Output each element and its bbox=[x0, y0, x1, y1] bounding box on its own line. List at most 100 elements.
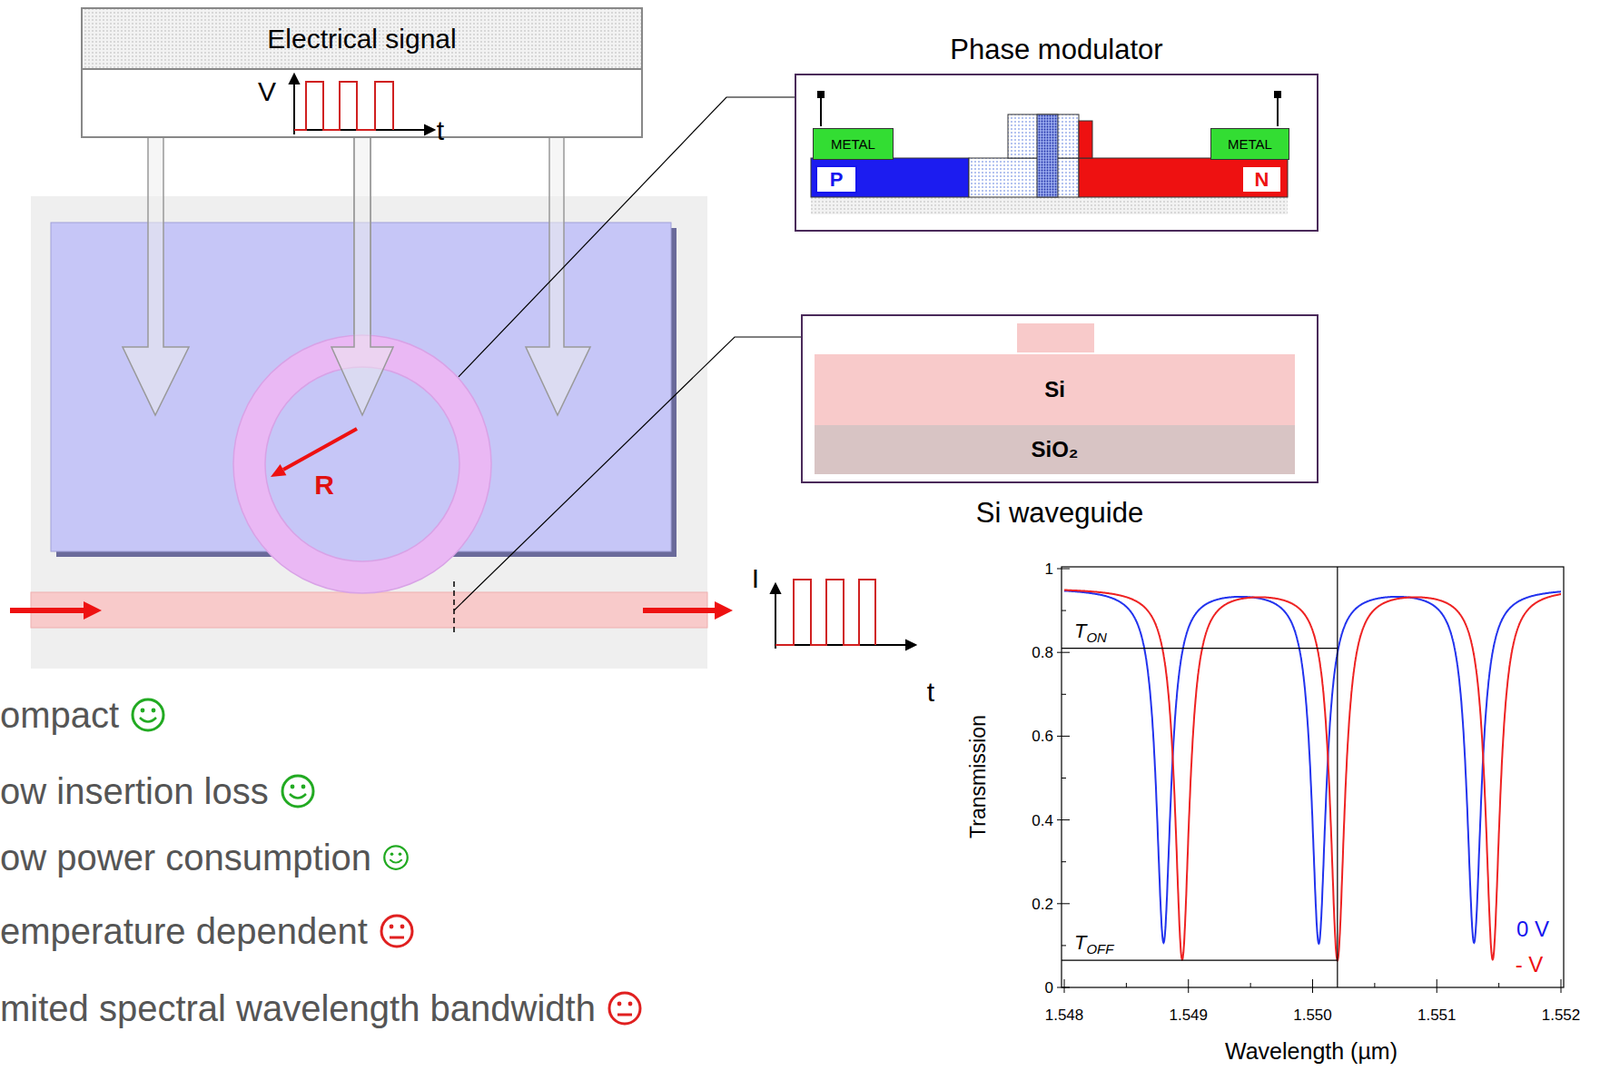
bullet-row: emperature dependent bbox=[0, 908, 415, 953]
light-arrows bbox=[9, 601, 733, 620]
bullet-row: ow power consumption bbox=[0, 835, 410, 880]
y-tick bbox=[1061, 860, 1067, 862]
leader-line bbox=[454, 336, 801, 611]
y-tick bbox=[1061, 568, 1070, 570]
face bbox=[132, 699, 164, 731]
x-tick bbox=[1187, 987, 1189, 993]
signal-band bbox=[80, 7, 643, 69]
bullet-text: mited spectral wavelength bandwidth bbox=[0, 987, 596, 1029]
tick-label: 0.6 bbox=[1031, 728, 1054, 744]
output-signal-plot bbox=[770, 579, 916, 650]
y-tick bbox=[1061, 610, 1067, 612]
mouth bbox=[139, 717, 157, 722]
doping-tag: N bbox=[1241, 165, 1283, 194]
bullet-row: ompact bbox=[0, 692, 167, 737]
tick-label: 1.552 bbox=[1541, 1007, 1581, 1023]
y-tick bbox=[1061, 819, 1070, 820]
x-tick bbox=[1436, 987, 1438, 993]
y-tick bbox=[1056, 651, 1062, 653]
curve-label: - V bbox=[1515, 953, 1544, 976]
eye bbox=[289, 784, 295, 790]
level-label: TON bbox=[1074, 621, 1107, 644]
eye bbox=[388, 924, 394, 929]
bullet-row: mited spectral wavelength bandwidth bbox=[0, 986, 643, 1030]
x-tick bbox=[1064, 987, 1066, 993]
happy-face-icon bbox=[279, 772, 317, 810]
section-mark bbox=[453, 581, 455, 633]
x-tick bbox=[1560, 987, 1562, 993]
layer-label: Si bbox=[1044, 376, 1066, 403]
y-tick bbox=[1061, 693, 1067, 695]
level-label: TOFF bbox=[1074, 932, 1114, 956]
neutral-face-icon bbox=[378, 912, 415, 949]
eye bbox=[151, 708, 157, 713]
y-tick bbox=[1061, 651, 1070, 653]
signal-box-ground bbox=[80, 7, 643, 139]
section-heading: Si waveguide bbox=[976, 496, 1144, 530]
bullet-row: ow insertion loss bbox=[0, 769, 317, 813]
ring-resonator: R bbox=[232, 334, 493, 594]
bus-waveguide bbox=[30, 592, 708, 628]
signal-box: Electrical signal bbox=[80, 7, 643, 139]
leader-line bbox=[458, 97, 795, 377]
metal-label: METAL bbox=[830, 136, 876, 152]
eye bbox=[300, 784, 306, 790]
neutral-face-icon bbox=[606, 989, 643, 1027]
bullet-text: ow power consumption bbox=[0, 837, 372, 879]
x-tick bbox=[1436, 978, 1438, 988]
drive-arrow bbox=[331, 138, 394, 415]
doping-tag: P bbox=[815, 165, 858, 194]
layer-label: SiO₂ bbox=[1030, 436, 1078, 463]
metal-contact: METAL bbox=[1210, 128, 1290, 160]
radius-arrowhead bbox=[270, 464, 287, 477]
face bbox=[384, 845, 408, 870]
happy-face-icon bbox=[382, 843, 410, 871]
tick-label: 1.548 bbox=[1045, 1007, 1085, 1023]
x-tick bbox=[1187, 978, 1189, 988]
box-title: Electrical signal bbox=[266, 23, 456, 55]
happy-face-icon bbox=[129, 696, 167, 733]
x-tick bbox=[1250, 982, 1252, 988]
signal-label: V bbox=[257, 78, 277, 106]
chart-frame bbox=[1061, 566, 1564, 988]
tick-label: 0.8 bbox=[1031, 644, 1054, 661]
tick-label: 1.551 bbox=[1417, 1007, 1457, 1023]
drive-arrow bbox=[525, 138, 591, 415]
tick-label: 0.2 bbox=[1031, 895, 1054, 911]
tick-label: 1.550 bbox=[1293, 1007, 1333, 1023]
section-heading: Phase modulator bbox=[949, 33, 1163, 67]
bullet-text: emperature dependent bbox=[0, 910, 368, 952]
y-tick bbox=[1061, 944, 1067, 946]
bullet-text: ompact bbox=[0, 694, 119, 736]
chart-marks bbox=[1056, 566, 1561, 993]
curve-label: 0 V bbox=[1516, 918, 1550, 940]
doping-label: N bbox=[1254, 167, 1270, 192]
x-tick bbox=[1373, 982, 1375, 988]
doping-label: P bbox=[829, 167, 844, 192]
curves bbox=[1064, 590, 1561, 961]
signal-label: I bbox=[751, 564, 760, 593]
tick-label: 1.549 bbox=[1168, 1007, 1208, 1023]
signal-label: t bbox=[436, 117, 445, 145]
metal-label: METAL bbox=[1227, 136, 1273, 152]
section-box: Si waveguideSiSiO₂ bbox=[800, 314, 1319, 484]
transmission-curve bbox=[1064, 590, 1561, 961]
x-tick bbox=[1064, 978, 1066, 988]
x-tick bbox=[1125, 982, 1127, 988]
operating-wavelength bbox=[1336, 566, 1338, 988]
eye bbox=[390, 851, 395, 856]
eye bbox=[140, 708, 146, 713]
y-tick bbox=[1061, 777, 1067, 779]
face bbox=[609, 992, 641, 1024]
eye bbox=[398, 851, 403, 856]
tick-label: 1 bbox=[1045, 561, 1054, 577]
tick-label: 0 bbox=[1045, 979, 1054, 996]
x-tick bbox=[1560, 978, 1562, 988]
mouth bbox=[289, 793, 307, 799]
eye bbox=[399, 924, 405, 929]
y-tick bbox=[1056, 735, 1062, 737]
drive-arrow bbox=[122, 138, 189, 415]
